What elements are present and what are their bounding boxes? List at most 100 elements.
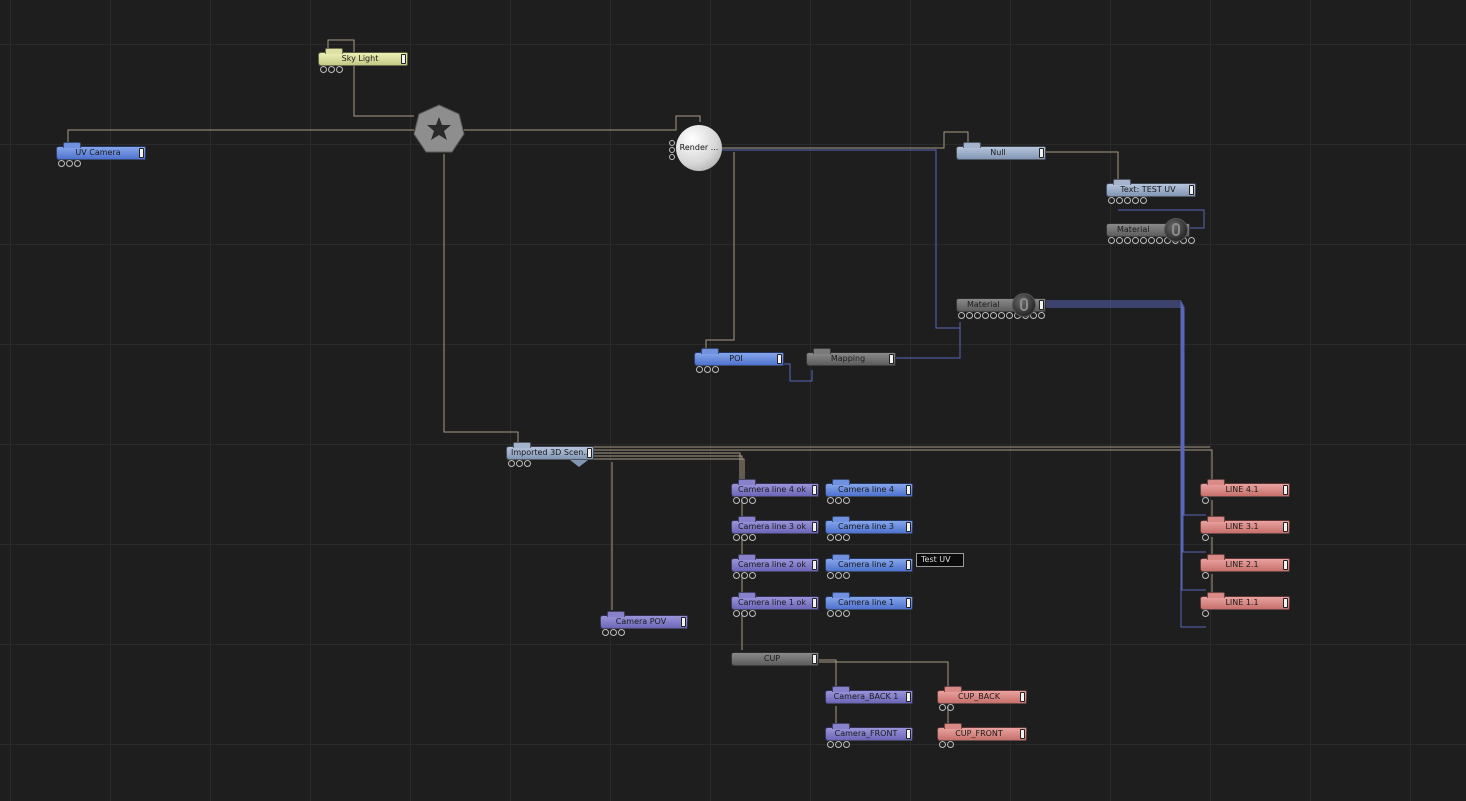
render-node[interactable]: Render ... (676, 125, 722, 171)
text-test-uv-node[interactable]: Text: TEST UV (1106, 179, 1196, 204)
port-connector[interactable] (1156, 237, 1163, 244)
port-connector[interactable] (516, 460, 523, 467)
port-connector[interactable] (843, 741, 850, 748)
camera-back-1-node[interactable]: Camera_BACK 1 (825, 686, 913, 704)
port-connector[interactable] (320, 66, 327, 73)
camera-line-4-node[interactable]: Camera line 4 (825, 479, 913, 504)
node-ports[interactable] (58, 160, 82, 167)
node-ports[interactable] (827, 572, 851, 579)
port-connector[interactable] (741, 610, 748, 617)
cup-front-node[interactable]: CUP_FRONT (937, 723, 1027, 748)
null-node[interactable]: Null (956, 142, 1046, 160)
camera-line-3-node[interactable]: Camera line 3 (825, 516, 913, 541)
port-connector[interactable] (733, 610, 740, 617)
uv-camera-node[interactable]: UV Camera (56, 142, 146, 167)
port-connector[interactable] (1148, 237, 1155, 244)
line-4-1-node[interactable]: LINE 4.1 (1200, 479, 1290, 504)
cup-back-node[interactable]: CUP_BACK (937, 686, 1027, 711)
port-connector[interactable] (1202, 610, 1209, 617)
port-connector[interactable] (843, 497, 850, 504)
camera-line-1-ok-node[interactable]: Camera line 1 ok (731, 592, 819, 617)
node-ports[interactable] (1202, 534, 1210, 541)
port-connector[interactable] (998, 312, 1005, 319)
port-connector[interactable] (939, 741, 946, 748)
port-connector[interactable] (1132, 197, 1139, 204)
port-connector[interactable] (835, 741, 842, 748)
port-connector[interactable] (843, 572, 850, 579)
port-connector[interactable] (741, 534, 748, 541)
port-connector[interactable] (749, 610, 756, 617)
port-connector[interactable] (704, 366, 711, 373)
port-connector[interactable] (1116, 197, 1123, 204)
camera-line-2-node[interactable]: Camera line 2 (825, 554, 913, 579)
node-ports[interactable] (827, 610, 851, 617)
root-node-gear-icon[interactable] (412, 104, 466, 156)
port-connector[interactable] (1202, 572, 1209, 579)
port-connector[interactable] (835, 610, 842, 617)
line-1-1-node[interactable]: LINE 1.1 (1200, 592, 1290, 617)
port-connector[interactable] (508, 460, 515, 467)
poi-node[interactable]: POI (694, 348, 784, 373)
port-connector[interactable] (733, 572, 740, 579)
port-connector[interactable] (1108, 197, 1115, 204)
camera-line-2-ok-node[interactable]: Camera line 2 ok (731, 554, 819, 579)
line-2-1-node[interactable]: LINE 2.1 (1200, 554, 1290, 579)
port-connector[interactable] (835, 497, 842, 504)
node-ports[interactable] (508, 460, 532, 467)
node-ports[interactable] (958, 312, 1046, 319)
port-connector[interactable] (712, 366, 719, 373)
port-connector[interactable] (827, 741, 834, 748)
render-ports[interactable] (669, 140, 675, 160)
port-connector[interactable] (1202, 497, 1209, 504)
port-connector[interactable] (835, 534, 842, 541)
port-connector[interactable] (1188, 237, 1195, 244)
port-connector[interactable] (1124, 197, 1131, 204)
node-ports[interactable] (696, 366, 720, 373)
node-ports[interactable] (1202, 572, 1210, 579)
port-connector[interactable] (1124, 237, 1131, 244)
node-ports[interactable] (733, 497, 757, 504)
node-ports[interactable] (320, 66, 344, 73)
node-ports[interactable] (827, 741, 851, 748)
port-connector[interactable] (827, 497, 834, 504)
port-connector[interactable] (958, 312, 965, 319)
node-ports[interactable] (1202, 610, 1210, 617)
port-connector[interactable] (990, 312, 997, 319)
port-connector[interactable] (58, 160, 65, 167)
port-connector[interactable] (1132, 237, 1139, 244)
port-connector[interactable] (733, 497, 740, 504)
port-connector[interactable] (835, 572, 842, 579)
line-3-1-node[interactable]: LINE 3.1 (1200, 516, 1290, 541)
port-connector[interactable] (843, 534, 850, 541)
node-ports[interactable] (1108, 197, 1148, 204)
port-connector[interactable] (749, 534, 756, 541)
node-ports[interactable] (733, 534, 757, 541)
port-connector[interactable] (1116, 237, 1123, 244)
port-connector[interactable] (74, 160, 81, 167)
port-connector[interactable] (1140, 197, 1147, 204)
node-ports[interactable] (939, 704, 955, 711)
port-connector[interactable] (939, 704, 946, 711)
node-ports[interactable] (733, 610, 757, 617)
port-connector[interactable] (843, 610, 850, 617)
node-ports[interactable] (733, 572, 757, 579)
port-connector[interactable] (1108, 237, 1115, 244)
port-connector[interactable] (947, 704, 954, 711)
camera-line-3-ok-node[interactable]: Camera line 3 ok (731, 516, 819, 541)
port-connector[interactable] (1202, 534, 1209, 541)
node-ports[interactable] (939, 741, 955, 748)
port-connector[interactable] (827, 572, 834, 579)
port-connector[interactable] (1030, 312, 1037, 319)
port-connector[interactable] (749, 497, 756, 504)
port-connector[interactable] (602, 629, 609, 636)
port-connector[interactable] (1006, 312, 1013, 319)
node-ports[interactable] (827, 534, 851, 541)
port-connector[interactable] (741, 497, 748, 504)
camera-pov-node[interactable]: Camera POV (600, 611, 688, 636)
port-connector[interactable] (974, 312, 981, 319)
port-connector[interactable] (749, 572, 756, 579)
port-connector[interactable] (1140, 237, 1147, 244)
port-connector[interactable] (827, 610, 834, 617)
node-ports[interactable] (602, 629, 626, 636)
imported-3d-scene-node[interactable]: Imported 3D Scen.. (506, 442, 594, 467)
